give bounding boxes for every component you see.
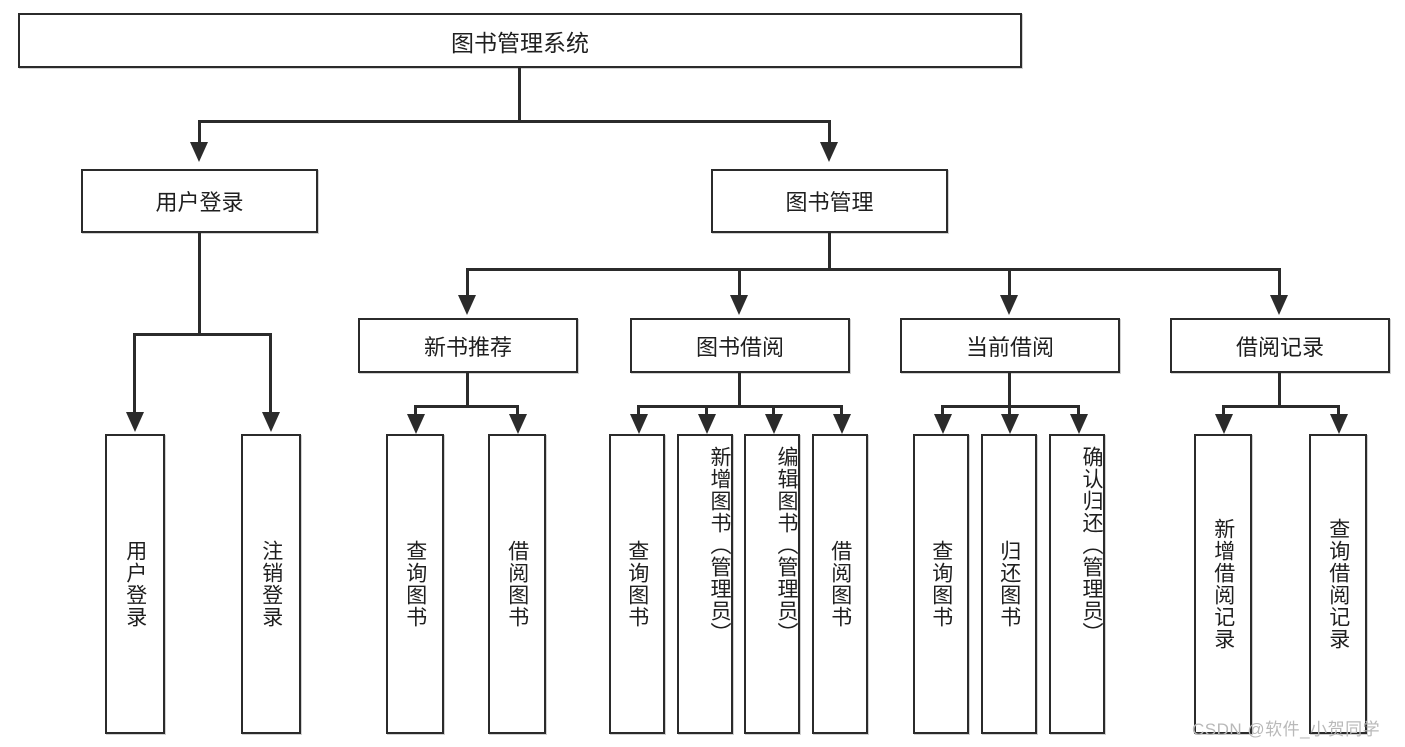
arrow-borrow-record-to-leaf-2 <box>1330 414 1348 434</box>
leaf-user-login-login[interactable]: 用户登录 <box>105 434 165 734</box>
node-book-borrow[interactable]: 图书借阅 <box>630 318 850 373</box>
connector-book-manage-stem <box>828 233 831 270</box>
connector-new-book-bar <box>414 405 519 408</box>
connector-book-manage-to-lvl3-2 <box>738 268 741 298</box>
connector-book-manage-bar <box>466 268 1280 271</box>
connector-user-login-bar <box>133 333 271 336</box>
connector-book-manage-to-lvl3-1 <box>466 268 469 298</box>
node-new-book-recommend[interactable]: 新书推荐 <box>358 318 578 373</box>
connector-current-borrow-stem <box>1008 373 1011 407</box>
node-user-login[interactable]: 用户登录 <box>81 169 318 233</box>
arrow-new-book-to-leaf-1 <box>407 414 425 434</box>
leaf-new-book-borrow-book[interactable]: 借阅图书 <box>488 434 546 734</box>
connector-borrow-record-stem <box>1278 373 1281 407</box>
connector-borrow-record-bar <box>1222 405 1340 408</box>
leaf-book-borrow-add-book-admin[interactable]: 新增图书（管理员） <box>677 434 733 734</box>
leaf-book-borrow-edit-book-admin[interactable]: 编辑图书（管理员） <box>744 434 800 734</box>
connector-root-bar <box>198 120 831 123</box>
connector-current-borrow-to-leaf-1 <box>941 405 944 417</box>
arrow-borrow-record-to-leaf-1 <box>1215 414 1233 434</box>
arrow-current-borrow-to-leaf-1 <box>934 414 952 434</box>
connector-current-borrow-to-leaf-2 <box>1008 405 1011 417</box>
leaf-current-borrow-query-book[interactable]: 查询图书 <box>913 434 969 734</box>
node-borrow-record[interactable]: 借阅记录 <box>1170 318 1390 373</box>
leaf-user-login-logout[interactable]: 注销登录 <box>241 434 301 734</box>
arrow-user-login-to-leaf-2 <box>262 412 280 432</box>
connector-user-login-to-leaf-1 <box>133 333 136 415</box>
arrow-book-manage-to-lvl3-2 <box>730 295 748 315</box>
arrow-new-book-to-leaf-2 <box>509 414 527 434</box>
arrow-root-to-user-login <box>190 142 208 162</box>
arrow-current-borrow-to-leaf-2 <box>1001 414 1019 434</box>
node-book-manage[interactable]: 图书管理 <box>711 169 948 233</box>
arrow-book-borrow-to-leaf-1 <box>630 414 648 434</box>
leaf-borrow-record-query-record[interactable]: 查询借阅记录 <box>1309 434 1367 734</box>
arrow-book-borrow-to-leaf-3 <box>765 414 783 434</box>
leaf-book-borrow-query-book[interactable]: 查询图书 <box>609 434 665 734</box>
connector-new-book-to-leaf-2 <box>516 405 519 417</box>
connector-book-borrow-to-leaf-4 <box>840 405 843 417</box>
leaf-current-borrow-return-book[interactable]: 归还图书 <box>981 434 1037 734</box>
arrow-book-manage-to-lvl3-3 <box>1000 295 1018 315</box>
leaf-borrow-record-add-record[interactable]: 新增借阅记录 <box>1194 434 1252 734</box>
leaf-current-borrow-confirm-return-admin[interactable]: 确认归还（管理员） <box>1049 434 1105 734</box>
leaf-new-book-query-book[interactable]: 查询图书 <box>386 434 444 734</box>
connector-book-borrow-bar <box>637 405 843 408</box>
connector-root-to-user-login <box>198 120 201 142</box>
connector-user-login-stem <box>198 233 201 335</box>
arrow-book-borrow-to-leaf-4 <box>833 414 851 434</box>
connector-current-borrow-to-leaf-3 <box>1077 405 1080 417</box>
arrow-user-login-to-leaf-1 <box>126 412 144 432</box>
leaf-book-borrow-borrow-book[interactable]: 借阅图书 <box>812 434 868 734</box>
arrow-current-borrow-to-leaf-3 <box>1070 414 1088 434</box>
connector-book-borrow-to-leaf-2 <box>705 405 708 417</box>
connector-borrow-record-to-leaf-2 <box>1337 405 1340 417</box>
connector-root-stem <box>518 68 521 122</box>
connector-book-manage-to-lvl3-4 <box>1278 268 1281 298</box>
connector-book-manage-to-lvl3-3 <box>1008 268 1011 298</box>
connector-user-login-to-leaf-2 <box>269 333 272 415</box>
connector-root-to-book-manage <box>828 120 831 142</box>
arrow-root-to-book-manage <box>820 142 838 162</box>
arrow-book-manage-to-lvl3-1 <box>458 295 476 315</box>
connector-new-book-to-leaf-1 <box>414 405 417 417</box>
arrow-book-manage-to-lvl3-4 <box>1270 295 1288 315</box>
node-current-borrow[interactable]: 当前借阅 <box>900 318 1120 373</box>
connector-new-book-stem <box>466 373 469 407</box>
connector-borrow-record-to-leaf-1 <box>1222 405 1225 417</box>
connector-book-borrow-to-leaf-3 <box>772 405 775 417</box>
connector-book-borrow-to-leaf-1 <box>637 405 640 417</box>
node-root-system[interactable]: 图书管理系统 <box>18 13 1022 68</box>
connector-book-borrow-stem <box>738 373 741 407</box>
arrow-book-borrow-to-leaf-2 <box>698 414 716 434</box>
